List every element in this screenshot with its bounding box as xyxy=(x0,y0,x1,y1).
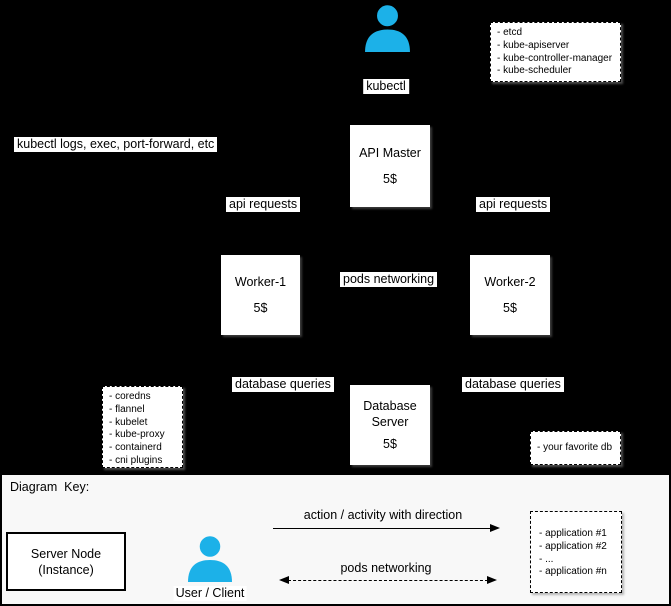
list-item: - application #1 xyxy=(539,528,607,539)
api-requests-left-label: api requests xyxy=(226,197,301,212)
node-title: Worker-1 xyxy=(234,275,287,289)
node-title: Worker-2 xyxy=(484,275,536,289)
list-item: - ... xyxy=(539,553,554,565)
server-node-line2: (Instance) xyxy=(38,562,94,577)
kubectl-user-icon xyxy=(364,3,411,52)
user-client-icon xyxy=(187,534,233,582)
database-server-node: Database Server 5$ xyxy=(350,385,430,465)
api-master-node: API Master 5$ xyxy=(350,125,430,207)
list-item: - etcd xyxy=(497,27,523,38)
node-price: 5$ xyxy=(253,301,268,315)
diagram-key-panel: Diagram Key: Server Node (Instance) User… xyxy=(0,473,671,606)
list-item: - kube-apiserver xyxy=(497,39,570,51)
person-icon xyxy=(365,3,410,52)
server-node-line1: Server Node xyxy=(30,546,102,561)
node-components-box: - coredns - flannel - kubelet - kube-pro… xyxy=(102,386,183,468)
server-node-sample: Server Node (Instance) xyxy=(6,532,126,591)
list-item: - application #n xyxy=(539,566,607,578)
action-arrow-line xyxy=(273,523,500,532)
arrowhead-left-icon xyxy=(279,575,289,584)
api-requests-right-label: api requests xyxy=(476,197,551,212)
node-title: Database xyxy=(363,399,417,413)
node-price: 5$ xyxy=(503,301,517,315)
action-arrow-label: action / activity with direction xyxy=(303,508,463,522)
database-queries-right-label: database queries xyxy=(462,377,564,392)
list-item: - cni plugins xyxy=(109,454,163,466)
kubectl-ops-label: kubectl logs, exec, port-forward, etc xyxy=(14,137,218,152)
favorite-db-box: - your favorite db xyxy=(530,431,621,465)
list-item: - kubelet xyxy=(109,416,148,428)
favorite-db-label: - your favorite db xyxy=(537,441,613,453)
list-item: - kube-controller-manager xyxy=(497,52,613,64)
user-client-label: User / Client xyxy=(173,586,247,601)
pods-networking-label: pods networking xyxy=(340,272,438,287)
list-item: - coredns xyxy=(109,391,151,402)
control-plane-components-box: - etcd - kube-apiserver - kube-controlle… xyxy=(490,22,621,82)
list-item: - kube-proxy xyxy=(109,429,165,441)
pods-networking-arrow-line xyxy=(279,575,497,584)
list-item: - kube-scheduler xyxy=(497,65,572,77)
arrowhead-right-icon xyxy=(490,523,500,532)
applications-box: - application #1 - application #2 - ... … xyxy=(530,511,622,593)
node-price: 5$ xyxy=(383,437,397,451)
worker-2-node: Worker-2 5$ xyxy=(470,255,550,335)
diagram-key-title: Diagram Key: xyxy=(10,480,90,494)
arrowhead-right-icon xyxy=(487,575,497,584)
node-title: API Master xyxy=(359,146,421,160)
person-icon xyxy=(188,534,232,582)
pods-networking-key-label: pods networking xyxy=(340,561,432,575)
kubectl-label: kubectl xyxy=(363,79,409,94)
list-item: - containerd xyxy=(109,442,162,454)
list-item: - flannel xyxy=(109,403,145,415)
database-queries-left-label: database queries xyxy=(232,377,334,392)
list-item: - application #2 xyxy=(539,540,607,552)
node-title: Server xyxy=(371,415,409,429)
node-price: 5$ xyxy=(383,172,397,186)
worker-1-node: Worker-1 5$ xyxy=(221,255,300,335)
